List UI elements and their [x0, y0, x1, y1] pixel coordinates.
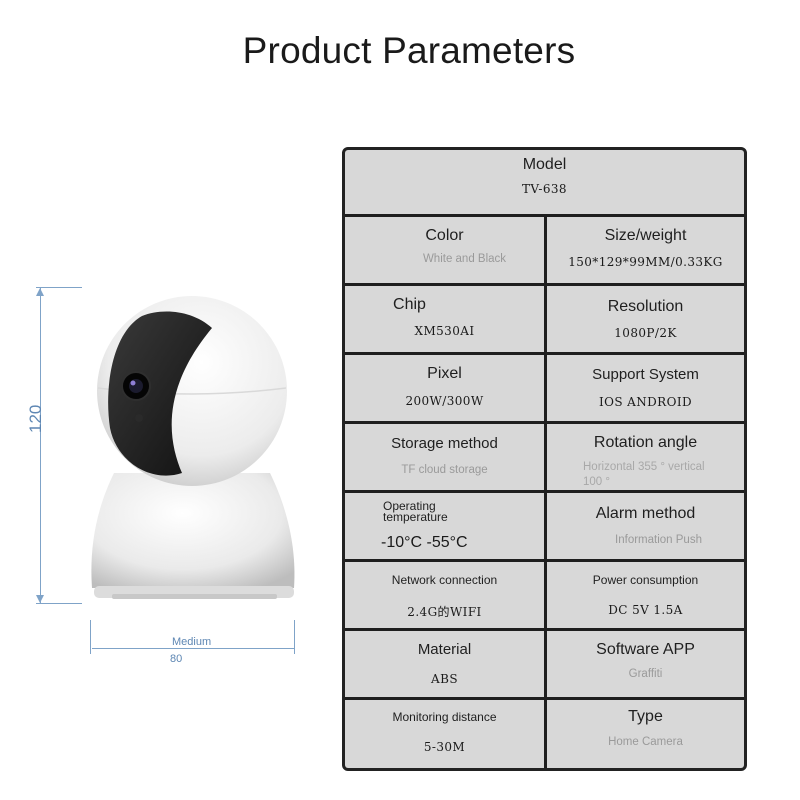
spec-value-resolution: 1080P/2K: [614, 326, 677, 340]
spec-cell-color: Color White and Black: [345, 217, 544, 283]
spec-label-software-app: Software APP: [596, 641, 695, 658]
width-dimension-value: 80: [170, 653, 183, 665]
spec-label-storage-method: Storage method: [391, 435, 498, 452]
spec-label-chip: Chip: [393, 296, 426, 313]
spec-value-model: TV-638: [522, 182, 567, 196]
width-dimension-line: [92, 648, 294, 649]
spec-value-chip: XM530AI: [414, 324, 475, 338]
spec-value-software-app: Graffiti: [628, 668, 663, 680]
spec-label-resolution: Resolution: [607, 298, 684, 315]
spec-table: Model TV-638 Color White and Black Size/…: [342, 147, 747, 771]
spec-value-rotation-angle: Horizontal 355 ° vertical: [583, 461, 705, 473]
height-dimension-line: [40, 288, 41, 604]
spec-cell-power-consumption: Power consumption DC 5V 1.5A: [547, 562, 744, 628]
spec-cell-pixel: Pixel 200W/300W: [345, 355, 544, 421]
spec-label-rotation-angle: Rotation angle: [593, 434, 698, 451]
spec-value-alarm-method: Information Push: [615, 534, 702, 546]
spec-cell-support-system: Support System IOS ANDROID: [547, 355, 744, 421]
arrow-up-icon: [36, 288, 44, 296]
spec-label-pixel: Pixel: [427, 365, 462, 382]
width-dimension-right-tick: [294, 620, 295, 654]
spec-cell-material: Material ABS: [345, 631, 544, 697]
spec-cell-rotation-angle: Rotation angle Horizontal 355 ° vertical…: [547, 424, 744, 490]
spec-label-material: Material: [417, 641, 472, 658]
spec-value-monitoring-distance: 5-30M: [423, 740, 466, 754]
spec-label-monitoring-distance: Monitoring distance: [392, 710, 497, 724]
product-illustration: 120: [0, 270, 330, 690]
spec-cell-software-app: Software APP Graffiti: [547, 631, 744, 697]
spec-label-size-weight: Size/weight: [604, 227, 687, 244]
spec-label-support-system: Support System: [592, 366, 699, 383]
spec-value-color: White and Black: [422, 253, 507, 265]
spec-cell-size-weight: Size/weight 150*129*99MM/0.33KG: [547, 217, 744, 283]
spec-value-network-connection: 2.4G的WIFI: [407, 605, 482, 619]
arrow-down-icon: [36, 595, 44, 603]
spec-label-network-connection: Network connection: [391, 573, 498, 587]
spec-label-model: Model: [522, 156, 567, 173]
spec-cell-chip: Chip XM530AI: [345, 286, 544, 352]
security-camera-image: [91, 296, 295, 599]
spec-value-pixel: 200W/300W: [405, 394, 484, 408]
spec-value-operating-temperature: -10°C -55°C: [381, 534, 468, 551]
spec-cell-type: Type Home Camera: [547, 700, 744, 768]
spec-value-type: Home Camera: [608, 736, 683, 748]
spec-value-storage-method: TF cloud storage: [401, 464, 488, 476]
width-dimension-left-tick: [90, 620, 91, 654]
spec-label-operating-temperature: Operating: [383, 499, 436, 513]
spec-cell-network-connection: Network connection 2.4G的WIFI: [345, 562, 544, 628]
spec-label-operating-temperature-2: temperature: [383, 510, 448, 524]
spec-value-material: ABS: [431, 672, 458, 686]
height-dimension-bottom-tick: [36, 603, 82, 604]
spec-label-color: Color: [425, 227, 464, 244]
spec-label-power-consumption: Power consumption: [592, 573, 699, 587]
spec-value-size-weight: 150*129*99MM/0.33KG: [568, 255, 723, 269]
spec-value-support-system: IOS ANDROID: [598, 395, 693, 409]
spec-cell-resolution: Resolution 1080P/2K: [547, 286, 744, 352]
height-dimension-top-tick: [36, 287, 82, 288]
spec-value-power-consumption: DC 5V 1.5A: [608, 603, 683, 617]
height-dimension-label: 120: [26, 404, 45, 433]
page-title: Product Parameters: [242, 30, 576, 71]
spec-value-rotation-angle-2: 100 °: [583, 476, 610, 488]
width-dimension-label: Medium: [170, 636, 214, 648]
spec-row-model: Model TV-638: [345, 150, 744, 214]
spec-cell-operating-temperature: Operating temperature -10°C -55°C: [345, 493, 544, 559]
spec-cell-alarm-method: Alarm method Information Push: [547, 493, 744, 559]
spec-label-type: Type: [628, 708, 663, 725]
spec-label-alarm-method: Alarm method: [595, 505, 696, 522]
spec-cell-storage-method: Storage method TF cloud storage: [345, 424, 544, 490]
spec-cell-monitoring-distance: Monitoring distance 5-30M: [345, 700, 544, 768]
